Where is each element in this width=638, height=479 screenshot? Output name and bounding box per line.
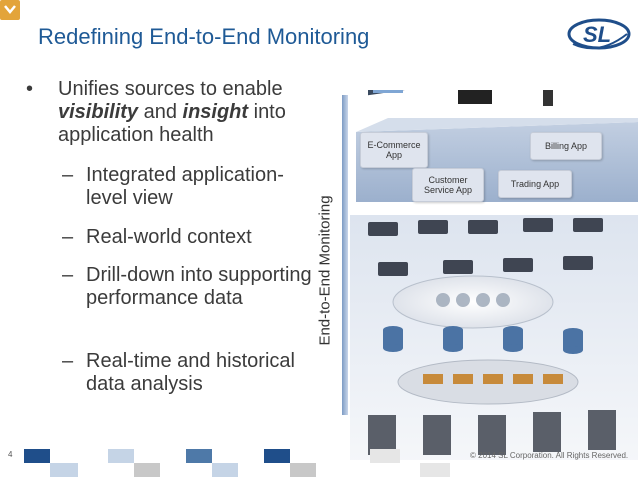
- app-ecommerce: E-Commerce App: [360, 132, 428, 168]
- copyright-text: © 2014 SL Corporation. All Rights Reserv…: [470, 451, 629, 460]
- corner-brand-icon: [0, 0, 20, 20]
- architecture-diagram: E-Commerce App Billing App Customer Serv…: [348, 40, 638, 470]
- end-to-end-label: End-to-End Monitoring: [316, 195, 334, 346]
- footer-blocks: [0, 449, 638, 479]
- monitoring-bracket: [340, 95, 352, 415]
- app-customer-service: Customer Service App: [412, 168, 484, 202]
- logo-text: SL: [583, 22, 611, 47]
- network-cloud: [392, 275, 554, 329]
- page-number: 4: [8, 450, 13, 459]
- main-bullet-em2: insight: [182, 101, 249, 123]
- app-billing: Billing App: [530, 132, 602, 160]
- main-bullet-suffix: into application health: [58, 101, 286, 146]
- database-icons: [383, 326, 583, 354]
- sl-logo-icon: SL: [565, 14, 635, 52]
- device-icons: [368, 40, 593, 106]
- main-bullet-em1: visibility: [58, 101, 139, 123]
- app-trading: Trading App: [498, 170, 572, 198]
- slide-title: Redefining End-to-End Monitoring: [38, 24, 370, 49]
- bullet-dot: •: [26, 78, 34, 100]
- rack-icons: [368, 410, 616, 455]
- main-bullet-mid: and: [138, 101, 183, 123]
- main-bullet-prefix: Unifies sources to enable: [58, 78, 283, 100]
- server-icons: [368, 218, 603, 276]
